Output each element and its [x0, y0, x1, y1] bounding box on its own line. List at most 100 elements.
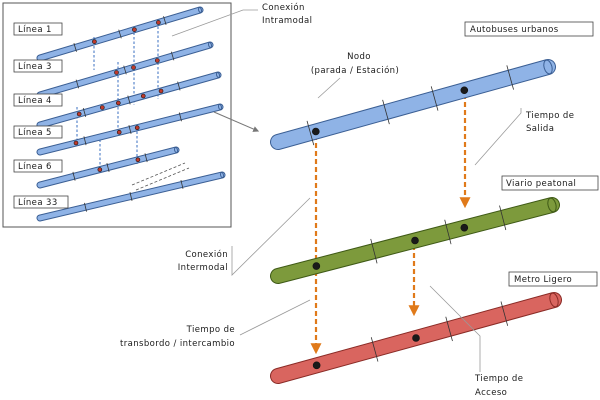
node-dot: [100, 105, 105, 110]
inset-label-linea-1: Línea 1: [13, 22, 63, 36]
inset-label-text: Línea 4: [18, 96, 52, 106]
node-dot: [92, 39, 97, 44]
inset-label-box: [13, 159, 63, 173]
main-tube-group: [270, 59, 562, 384]
mode-label-text: Viario peatonal: [506, 179, 576, 189]
label-line: Tiempo de: [474, 374, 523, 384]
label-line: Tiempo de: [186, 325, 235, 335]
node-dot: [116, 100, 121, 106]
inset-label-box: [13, 59, 63, 73]
tube-tick: [128, 125, 132, 134]
tube-tick: [163, 16, 167, 25]
inset-labels: Línea 1 Línea 3 Línea 4 Línea 5 Línea 6 …: [13, 22, 69, 209]
tube-end-cap: [197, 7, 203, 13]
node-dot: [412, 334, 420, 342]
tube-autobuses: [270, 59, 556, 150]
leader-lines: [171, 9, 522, 372]
node-dot: [312, 262, 321, 270]
tube-tick: [370, 238, 378, 264]
inset-label-linea-33: Línea 33: [13, 195, 69, 209]
node-dot: [140, 93, 146, 99]
inset-label-box: [13, 125, 63, 139]
tube-end-cap: [174, 147, 178, 153]
node-dot: [135, 157, 141, 163]
label-line: transbordo / intercambio: [120, 339, 235, 349]
node-dot: [460, 86, 469, 95]
tube-tick: [499, 205, 507, 231]
node-dot: [156, 20, 161, 25]
node-dot: [73, 140, 79, 146]
label-line: Intramodal: [262, 16, 312, 26]
mode-label-metro: Metro Ligero: [508, 271, 598, 287]
tube-tick: [370, 337, 379, 362]
node-dot: [411, 236, 419, 245]
tube-end-cap: [220, 172, 224, 178]
tube-tick: [123, 65, 127, 75]
node-dot: [97, 167, 103, 172]
inset-label-text: Línea 3: [18, 62, 52, 72]
inset-label-text: Línea 33: [18, 198, 58, 208]
leader-intermodal: [231, 197, 311, 276]
mode-label-viario: Viario peatonal: [501, 175, 599, 191]
walk-dash: [135, 167, 190, 191]
mode-label-text: Metro Ligero: [514, 275, 572, 285]
label-line: Acceso: [475, 388, 507, 398]
inset-walk-dashes: [131, 162, 190, 191]
tube-metro: [270, 292, 562, 384]
inset-label-text: Línea 5: [18, 128, 52, 138]
inset-label-linea-6: Línea 6: [13, 159, 63, 173]
inset-label-linea-4: Línea 4: [13, 93, 63, 107]
label-line: Salida: [526, 124, 554, 134]
label-tiempo-acceso: Tiempo de Acceso: [474, 374, 523, 398]
node-dot: [131, 65, 136, 70]
label-tiempo-salida: Tiempo de Salida: [525, 111, 574, 134]
tube-tick: [445, 316, 453, 342]
tube-tick: [75, 79, 80, 89]
node-dot: [76, 111, 82, 117]
walk-dash: [131, 162, 186, 186]
mode-label-text: Autobuses urbanos: [470, 25, 559, 35]
label-line: Nodo: [347, 52, 371, 62]
connection-arrows: [310, 94, 471, 355]
tube-tick: [382, 99, 390, 125]
inset-to-main-arrow: [213, 111, 260, 132]
label-conexion-intramodal: Conexión Intramodal: [262, 2, 312, 26]
label-tiempo-transbordo: Tiempo de transbordo / intercambio: [120, 325, 235, 349]
leader-transbordo: [239, 299, 311, 336]
tube-end-cap: [218, 104, 222, 110]
tube-end-cap: [549, 292, 559, 308]
inset-line-tube: [36, 146, 180, 189]
tube-tick: [84, 202, 87, 212]
node-dot: [311, 127, 320, 136]
tube-body: [271, 60, 555, 149]
tube-tick: [177, 81, 181, 91]
inset-label-box: [13, 93, 63, 107]
node-dot: [134, 125, 140, 130]
label-line: Conexión: [185, 249, 228, 260]
label-conexion-intermodal: Conexión Intermodal: [178, 249, 228, 273]
tube-tick: [170, 51, 175, 61]
inset-label-box: [13, 22, 63, 36]
inset-label-text: Línea 6: [18, 162, 52, 172]
inset-label-text: Línea 1: [18, 25, 52, 35]
tube-end-cap: [215, 72, 221, 78]
mode-label-autobuses: Autobuses urbanos: [464, 21, 594, 37]
tube-tick: [72, 171, 76, 181]
inset-label-linea-5: Línea 5: [13, 125, 63, 139]
leader-salida: [474, 108, 522, 166]
inset-label-box: [13, 195, 69, 209]
node-dot: [158, 88, 164, 94]
inset-line-tube: [36, 103, 224, 156]
label-line: Intermodal: [178, 263, 228, 273]
tube-tick: [444, 219, 452, 245]
tube-end-cap: [547, 197, 557, 213]
label-line: Conexión: [262, 2, 305, 13]
tube-tick: [178, 112, 182, 122]
tube-tick: [144, 153, 148, 163]
node-dot: [132, 27, 137, 32]
tube-tick: [73, 43, 77, 52]
tube-tick: [127, 95, 131, 105]
tube-tick: [430, 86, 439, 111]
